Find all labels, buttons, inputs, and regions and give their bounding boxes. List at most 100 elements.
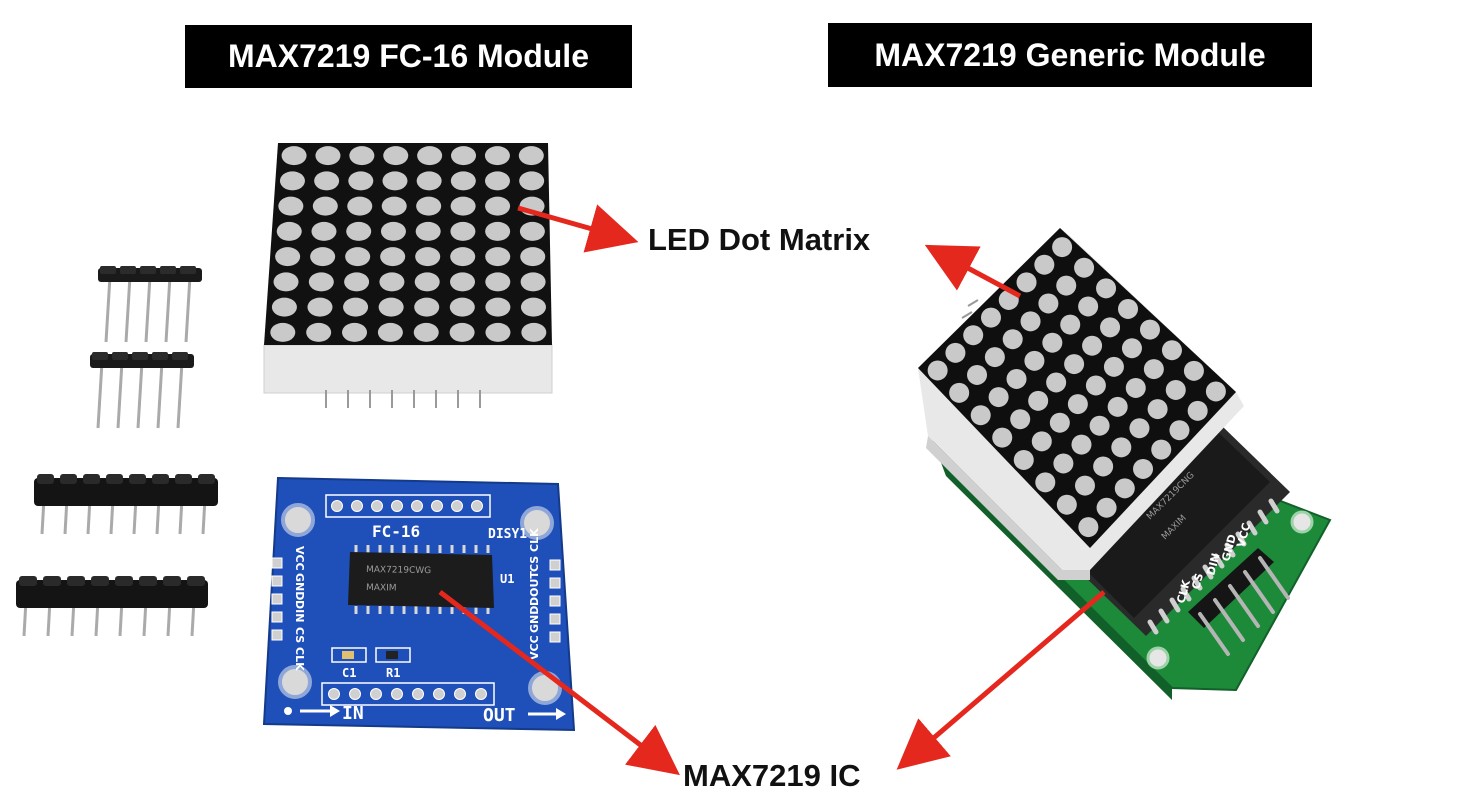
fc16-led-matrix — [263, 143, 553, 408]
led-dot — [1089, 415, 1110, 436]
header-cap — [43, 576, 61, 586]
pad — [328, 688, 340, 700]
chip-leg — [1147, 619, 1159, 635]
led-dot — [484, 171, 510, 191]
led-dot — [310, 247, 336, 267]
header-cap — [198, 474, 215, 484]
svg-text:MAXIM: MAXIM — [366, 583, 397, 594]
fc16-board-name: FC-16 — [372, 522, 420, 541]
header-cap — [180, 266, 196, 274]
chip-leg — [1268, 498, 1280, 514]
header-cap — [163, 576, 181, 586]
led-dot — [416, 196, 442, 216]
led-dot — [949, 382, 970, 403]
led-dot — [945, 342, 966, 363]
pin — [176, 361, 184, 429]
header-cap — [91, 576, 109, 586]
header-cap — [120, 266, 136, 274]
led-dot — [414, 297, 440, 317]
pad — [431, 500, 443, 512]
chip-leg — [1235, 531, 1247, 547]
pad — [271, 629, 283, 641]
led-dot — [1118, 298, 1139, 319]
led-dot — [314, 171, 340, 191]
led-dot — [273, 272, 299, 292]
fc16-pcb: MAX7219CWG MAXIM FC-16 DISY1 U1 C1 R1 IN… — [262, 476, 576, 732]
led-dot — [307, 297, 333, 317]
led-dot — [980, 307, 1001, 328]
pin-label: GND — [293, 573, 306, 600]
pin-label: CLK — [1174, 578, 1193, 605]
pad — [471, 500, 483, 512]
header-body — [34, 478, 218, 506]
led-dot — [1147, 399, 1168, 420]
pin — [116, 361, 124, 429]
led-dot — [380, 221, 406, 241]
led-dot — [449, 297, 475, 317]
pin-label: DOUT — [528, 571, 541, 606]
led-dot — [1165, 379, 1186, 400]
led-dot — [1129, 418, 1150, 439]
led-dot — [1010, 409, 1031, 430]
led-dot — [970, 405, 991, 426]
pad — [271, 611, 283, 623]
led-dot — [306, 322, 332, 342]
led-dot — [963, 325, 984, 346]
led-dot — [1071, 434, 1092, 455]
led-dot — [343, 297, 369, 317]
led-dot — [315, 146, 341, 166]
fc16-matrix-legs — [325, 390, 481, 408]
header-cap — [100, 266, 116, 274]
header-body — [16, 580, 208, 608]
pad — [411, 500, 423, 512]
fc16-left-pads — [271, 557, 283, 641]
led-dot — [1103, 356, 1124, 377]
generic-header-pins — [1188, 548, 1290, 656]
led-dot — [485, 247, 511, 267]
led-dot — [1074, 475, 1095, 496]
led-dot — [344, 272, 370, 292]
pad — [412, 688, 424, 700]
led-dot — [519, 171, 545, 191]
pad — [271, 593, 283, 605]
led-dot — [1020, 311, 1041, 332]
led-dot — [1006, 368, 1027, 389]
header-cap — [140, 266, 156, 274]
chip-leg — [1202, 564, 1214, 580]
straight-header-2 — [16, 576, 208, 637]
header-cap — [83, 474, 100, 484]
arrow-fc16-matrix — [517, 204, 639, 253]
led-dot — [485, 221, 511, 241]
led-dot — [1161, 340, 1182, 361]
led-dot — [1096, 497, 1117, 518]
fc16-out-label: OUT — [483, 705, 516, 726]
led-dot-matrix-label: LED Dot Matrix — [648, 222, 871, 257]
pad — [271, 575, 283, 587]
led-dot — [345, 247, 371, 267]
fc16-max7219-chip: MAX7219CWG MAXIM — [348, 545, 494, 614]
generic-module-title: MAX7219 Generic Module — [828, 23, 1312, 87]
led-dot — [1016, 272, 1037, 293]
led-dot — [450, 171, 476, 191]
pin — [1243, 570, 1275, 614]
pin — [136, 361, 144, 429]
pin-label: VCC — [293, 546, 306, 571]
led-dot — [378, 297, 404, 317]
max7219-ic-label: MAX7219 IC — [683, 758, 861, 793]
led-dot — [984, 347, 1005, 368]
led-dot — [1034, 254, 1055, 275]
pad — [549, 631, 561, 643]
led-dot — [342, 322, 368, 342]
pin — [1198, 612, 1230, 656]
pin — [144, 275, 152, 343]
led-dot — [1100, 317, 1121, 338]
header-cap — [160, 266, 176, 274]
chip-leg — [1180, 586, 1192, 602]
led-dot — [1049, 412, 1070, 433]
straight-header-1 — [34, 474, 218, 535]
chip-leg — [1246, 520, 1258, 536]
fc16-chip-ref: U1 — [500, 572, 514, 586]
led-dot — [414, 272, 440, 292]
